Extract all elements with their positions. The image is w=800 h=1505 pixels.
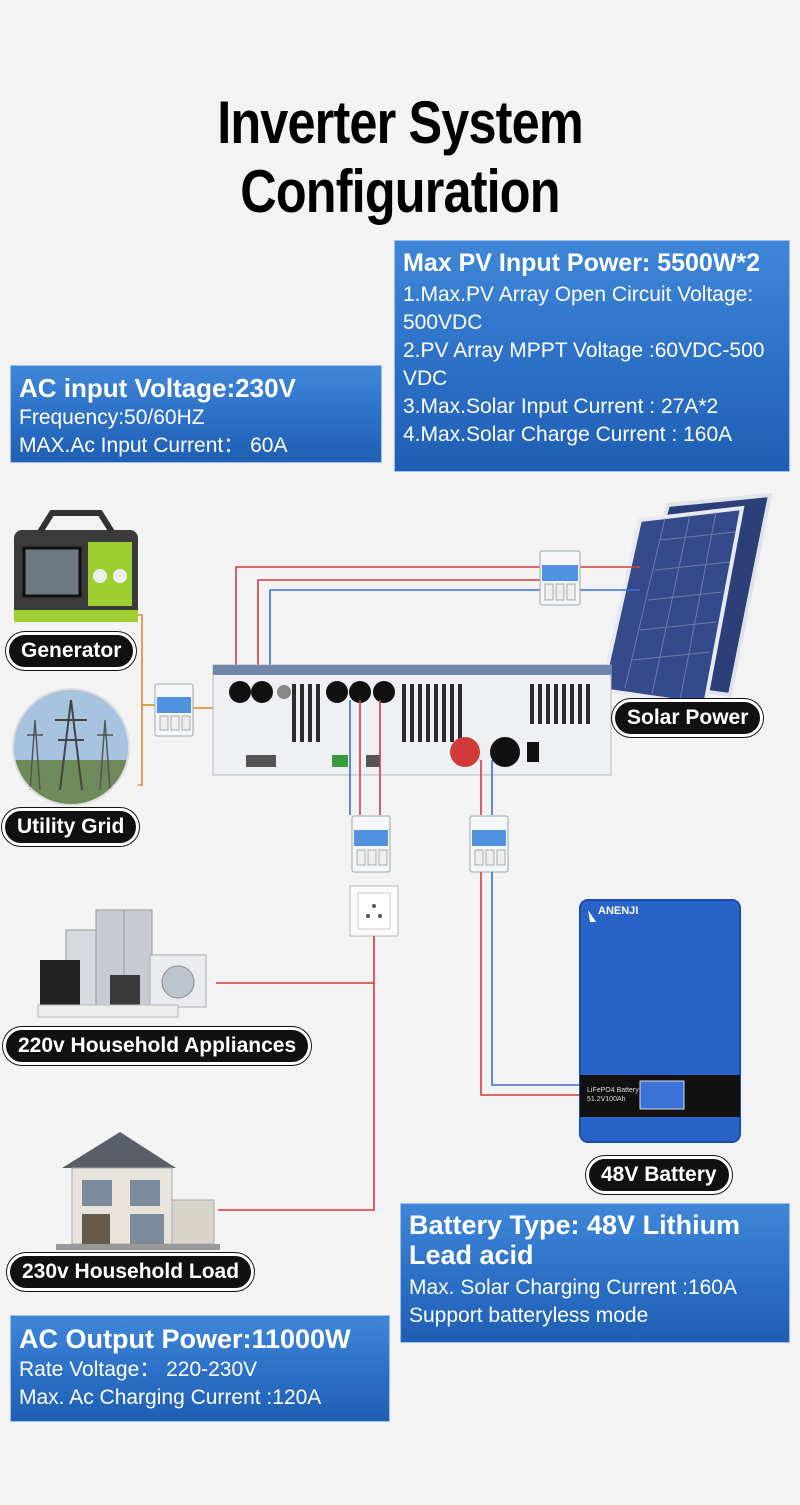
battery-spec-heading: Lead acid (409, 1240, 534, 1270)
battery-label: 48V Battery (586, 1156, 732, 1194)
ac-output-line: Rate Voltage： 220-230V (19, 1358, 258, 1381)
ac-output-line: Max. Ac Charging Current :120A (19, 1386, 322, 1409)
ac-output-spec-panel: AC Output Power:11000W Rate Voltage： 220… (10, 1315, 390, 1422)
pv-spec-panel: Max PV Input Power: 5500W*2 1.Max.PV Arr… (394, 240, 790, 472)
ac-input-line: MAX.Ac Input Current： 60A (19, 434, 288, 457)
battery-spec-line: Max. Solar Charging Current :160A (409, 1276, 737, 1299)
inverter-unit (212, 664, 612, 776)
ac-input-line: Frequency:50/60HZ (19, 406, 205, 429)
ac-output-heading: AC Output Power:11000W (19, 1324, 351, 1354)
battery-spec-line: Support batteryless mode (409, 1304, 649, 1327)
battery-spec-heading: Battery Type: 48V Lithium (409, 1210, 741, 1240)
pv-spec-line: VDC (403, 367, 448, 390)
grid-breaker (154, 683, 194, 737)
utility-grid-image (12, 688, 130, 806)
page-title: Inverter System Configuration (217, 89, 583, 225)
generator-image (14, 510, 138, 622)
pv-spec-line: 2.PV Array MPPT Voltage :60VDC-500 (403, 339, 765, 362)
ac-input-heading: AC input Voltage:230V (19, 373, 296, 403)
battery-spec-panel: Battery Type: 48V Lithium Lead acid Max.… (400, 1203, 790, 1343)
appliances-label: 220v Household Appliances (3, 1027, 312, 1065)
household-load-label: 230v Household Load (7, 1253, 255, 1291)
pv-spec-line: 3.Max.Solar Input Current : 27A*2 (403, 395, 719, 418)
pv-spec-line: 4.Max.Solar Charge Current : 160A (403, 423, 733, 446)
battery-model-line: 51.2V100Ah (587, 1096, 626, 1103)
solar-panel-image (599, 492, 773, 731)
pv-spec-line: 500VDC (403, 311, 483, 334)
ac-input-spec-panel: AC input Voltage:230V Frequency:50/60HZ … (10, 365, 382, 463)
output-breaker (351, 815, 391, 873)
solar-power-label: Solar Power (612, 699, 764, 737)
utility-grid-label: Utility Grid (2, 808, 140, 846)
house-image (56, 1132, 220, 1250)
battery-device (579, 899, 741, 1143)
appliances-image (37, 909, 207, 1018)
pv-breaker (539, 550, 581, 606)
pv-spec-line: 1.Max.PV Array Open Circuit Voltage: (403, 283, 754, 306)
generator-label: Generator (6, 632, 137, 670)
battery-breaker (469, 815, 509, 873)
wall-socket (349, 885, 399, 937)
pv-spec-heading: Max PV Input Power: 5500W*2 (403, 249, 761, 277)
battery-model-line: LiFePO4 Battery (587, 1087, 639, 1094)
battery-brand: ANENJI (598, 905, 639, 917)
